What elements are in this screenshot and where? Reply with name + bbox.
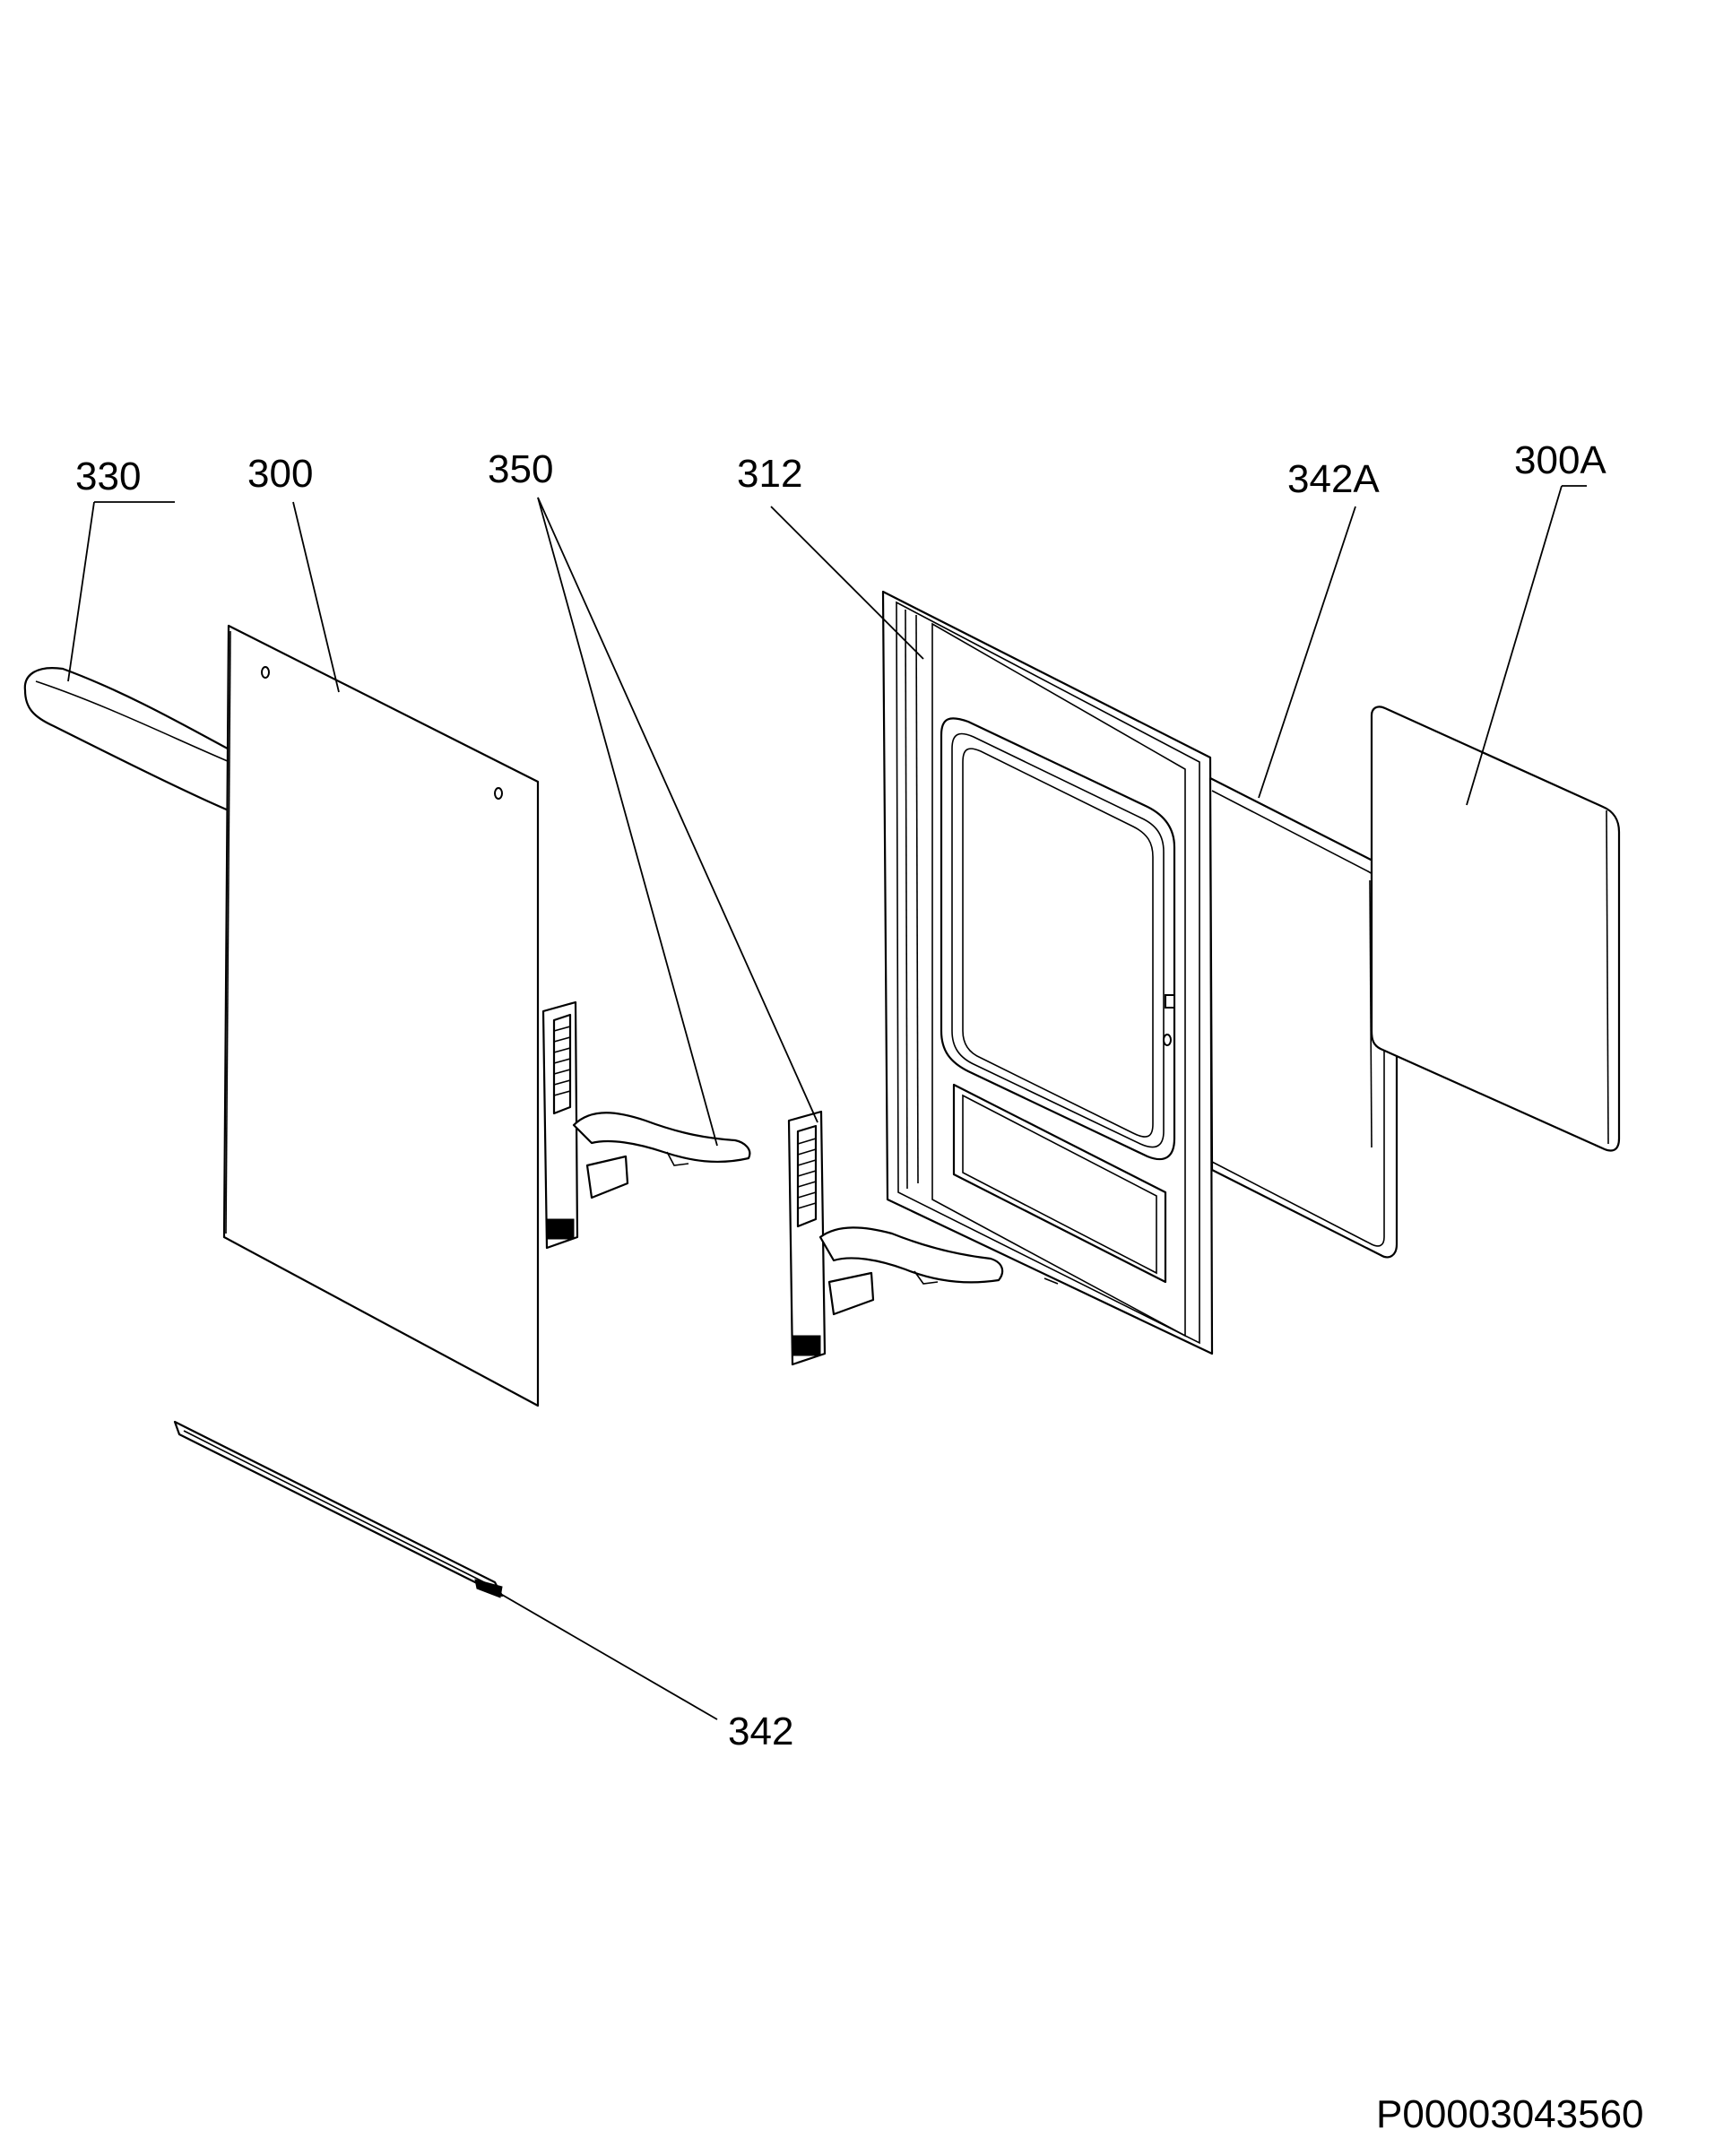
callout-312: 312 bbox=[737, 452, 803, 496]
leader-300A bbox=[1466, 485, 1563, 806]
document-reference-number: P00003043560 bbox=[1376, 2092, 1644, 2136]
bottom-trim-part-342 bbox=[173, 1420, 504, 1598]
leader-lines bbox=[67, 485, 1587, 1720]
leader-342A bbox=[1258, 506, 1356, 799]
callout-300A: 300A bbox=[1514, 438, 1606, 482]
leader-300 bbox=[292, 501, 340, 693]
hinge-right-part-350 bbox=[787, 1110, 1004, 1366]
callout-330: 330 bbox=[75, 455, 142, 498]
leader-312 bbox=[770, 506, 924, 660]
inner-door-frame-part-312 bbox=[881, 590, 1214, 1355]
hinge-left-part-350 bbox=[541, 1000, 751, 1250]
leader-350b bbox=[537, 497, 818, 1123]
callout-342A: 342A bbox=[1287, 457, 1380, 501]
leader-330-pointer bbox=[67, 501, 95, 682]
callout-300: 300 bbox=[247, 452, 314, 496]
callout-350: 350 bbox=[488, 447, 554, 491]
leader-342 bbox=[497, 1591, 718, 1720]
callout-342: 342 bbox=[728, 1710, 794, 1753]
glass-seal-part-342A bbox=[1208, 776, 1399, 1259]
leader-350a bbox=[537, 497, 718, 1147]
inner-glass-part-300A bbox=[1370, 706, 1621, 1152]
outer-door-panel-part-300 bbox=[222, 624, 540, 1407]
